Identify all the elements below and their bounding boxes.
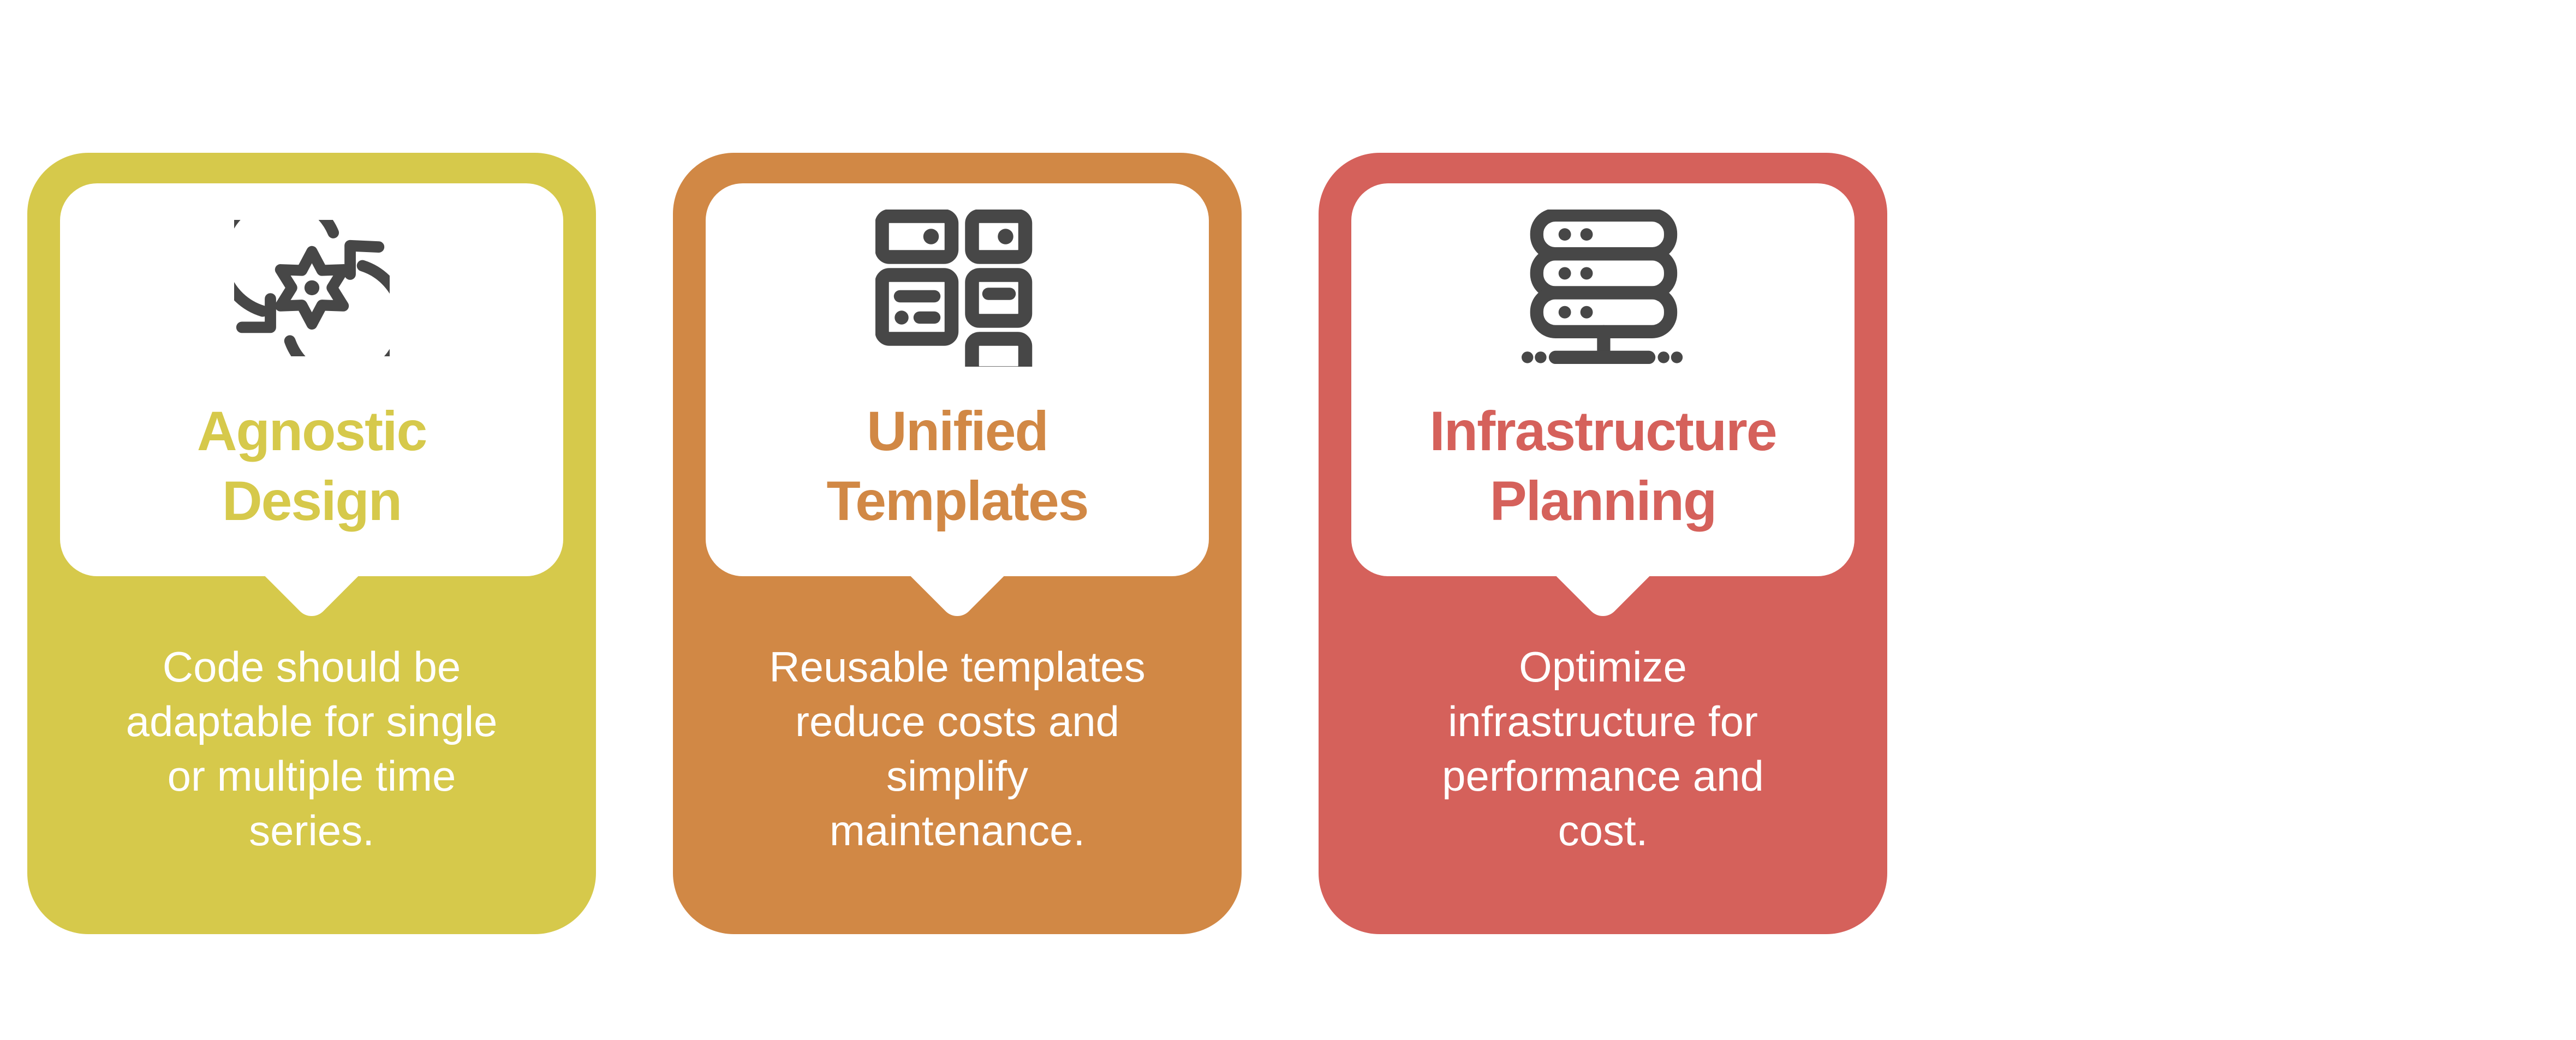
server-unit-2-dot-a — [1558, 267, 1571, 280]
card-infrastructure-planning: Infrastructure Planning Optimize infrast… — [1319, 153, 1887, 934]
card-description: Reusable templates reduce costs and simp… — [769, 643, 1146, 854]
base-dot-left-1 — [1522, 351, 1534, 363]
card-description: Code should be adaptable for single or m… — [126, 643, 498, 854]
arrow-bottom-left — [236, 293, 276, 333]
icon-wrap — [234, 212, 390, 364]
card-description: Optimize infrastructure for performance … — [1442, 643, 1764, 854]
card-bubble: Infrastructure Planning — [1351, 183, 1855, 576]
template-card-3 — [875, 268, 959, 346]
template-card-2 — [965, 210, 1033, 264]
template-card-2-dot — [998, 229, 1013, 244]
card-title: Unified Templates — [826, 400, 1089, 532]
templates-grid-icon — [875, 210, 1033, 367]
template-card-1 — [875, 210, 959, 264]
sync-cycle-gear-icon — [234, 220, 390, 356]
template-card-5 — [965, 332, 1033, 367]
server-unit-3-dot-b — [1580, 306, 1593, 319]
template-card-1-dot — [923, 229, 939, 244]
server-unit-2-dot-b — [1580, 267, 1593, 280]
card-bubble: Agnostic Design — [60, 183, 563, 576]
card-bubble: Unified Templates — [706, 183, 1209, 576]
arrow-top-right — [344, 240, 384, 280]
base-dot-right-1 — [1657, 351, 1669, 363]
icon-wrap — [1518, 210, 1688, 364]
server-unit-1-dot-a — [1558, 228, 1571, 241]
card-unified-templates: Unified Templates Reusable templates red… — [673, 153, 1242, 934]
cards-row: Agnostic Design Code should be adaptable… — [27, 153, 1887, 934]
server-unit-1-dot-b — [1580, 228, 1593, 241]
server-stack-icon — [1522, 210, 1683, 364]
card-title: Agnostic Design — [196, 400, 427, 532]
base-dot-right-2 — [1671, 351, 1683, 363]
template-card-4 — [965, 268, 1033, 328]
card-title: Infrastructure Planning — [1429, 400, 1777, 532]
icon-wrap — [875, 210, 1039, 367]
base-dot-left-2 — [1535, 351, 1547, 363]
gear-center-dot — [304, 280, 319, 296]
server-unit-3-dot-a — [1558, 306, 1571, 319]
template-card-3-dot — [895, 310, 909, 325]
card-agnostic-design: Agnostic Design Code should be adaptable… — [27, 153, 596, 934]
